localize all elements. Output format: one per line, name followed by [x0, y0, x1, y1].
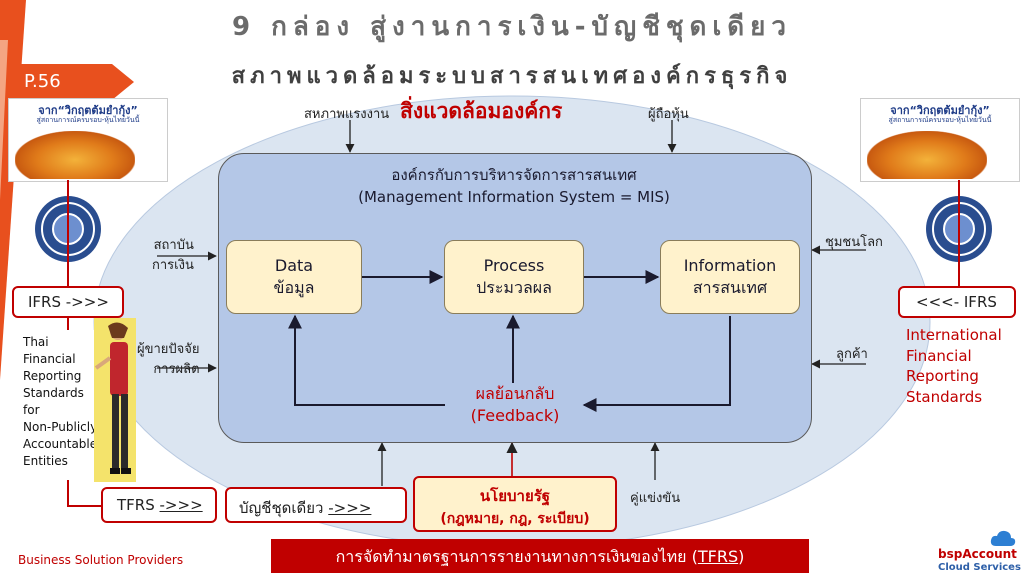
thai-std-line: Non-Publicly — [23, 420, 98, 434]
ifrs-full-line: International — [906, 326, 1002, 344]
feedback-thai: ผลย้อนกลับ — [475, 384, 555, 403]
page-title: 9 กล่อง สู่งานการเงิน-บัญชีชุดเดียว — [231, 12, 792, 42]
mis-title: องค์กรกับการบริหารจัดการสารสนเทศ (Manage… — [218, 164, 810, 208]
page-subtitle: สภาพแวดล้อมระบบสารสนเทศองค์กรธุรกิจ — [231, 64, 793, 89]
banner-close-paren: ) — [738, 547, 745, 566]
presenter-figure — [94, 318, 136, 482]
food-image — [867, 131, 987, 179]
ifrs-full-line: Financial — [906, 346, 972, 365]
thai-std-line: Reporting — [23, 369, 82, 383]
node-label-en: Process — [483, 256, 545, 275]
government-policy-box: นโยบายรัฐ (กฎหมาย, กฎ, ระเบียบ) — [413, 476, 617, 532]
single-book-label: บัญชีชุดเดียว — [239, 499, 329, 517]
thai-std-line: Standards — [23, 386, 84, 400]
thai-std-line: Accountable — [23, 437, 98, 451]
node-information: Information สารสนเทศ — [660, 240, 800, 314]
logo-line-1: bspAccount — [938, 547, 1017, 561]
label-customers: ลูกค้า — [836, 347, 868, 362]
page-label-shape — [8, 64, 134, 100]
book-cover-right: จาก“วิกฤตต้มยำกุ้ง” สู่สถานการณ์ครบรอบ-ห… — [860, 98, 1020, 182]
node-label-th: ข้อมูล — [273, 278, 315, 297]
page-number: P.56 — [24, 71, 61, 92]
ifrs-box-right: <<<- IFRS — [898, 286, 1016, 318]
thai-std-line: for — [23, 403, 40, 417]
policy-detail: (กฎหมาย, กฎ, ระเบียบ) — [440, 511, 590, 527]
mis-title-thai: องค์กรกับการบริหารจัดการสารสนเทศ — [391, 166, 637, 184]
label-labor-union: สหภาพแรงงาน — [304, 107, 390, 122]
bottom-banner — [271, 539, 809, 573]
book-title: จาก“วิกฤตต้มยำกุ้ง” — [38, 104, 138, 117]
page-number-tag: P.56 — [8, 64, 126, 100]
connector-line-left — [67, 180, 69, 288]
label-financial-institutions: สถาบัน การเงิน — [152, 236, 194, 276]
single-book-arrow-text: ->>> — [328, 499, 372, 517]
footer-company: Business Solution Providers — [18, 553, 184, 567]
connector-line-right — [958, 180, 960, 288]
tfrs-arrow-text: ->>> — [159, 496, 203, 514]
tfrs-label: TFRS — [117, 496, 160, 514]
label-line: การเงิน — [152, 258, 194, 273]
label-competitors: คู่แข่งขัน — [630, 491, 681, 506]
node-label-th: สารสนเทศ — [692, 278, 768, 297]
node-label-th: ประมวลผล — [476, 278, 552, 297]
food-image — [15, 131, 135, 179]
node-data: Data ข้อมูล — [226, 240, 362, 314]
ifrs-label-left: IFRS ->>> — [28, 293, 109, 311]
banner-text: การจัดทำมาตรฐานการรายงานทางการเงินของไทย… — [335, 547, 698, 566]
policy-title: นโยบายรัฐ — [479, 487, 551, 505]
label-line: สถาบัน — [153, 238, 194, 253]
book-title: จาก“วิกฤตต้มยำกุ้ง” — [890, 104, 990, 117]
mis-title-english: (Management Information System = MIS) — [358, 188, 670, 206]
thai-std-line: Entities — [23, 454, 68, 468]
ifrs-box-left: IFRS ->>> — [12, 286, 124, 318]
book-subtitle: สู่สถานการณ์ครบรอบ-หุ้นไทยวันนี้ — [36, 116, 140, 124]
banner-tfrs-link[interactable]: TFRS — [697, 547, 739, 566]
tfrs-box: TFRS ->>> — [101, 487, 217, 523]
feedback-english: (Feedback) — [470, 406, 560, 425]
ifrs-full-line: Reporting — [906, 367, 979, 385]
ifrs-full-line: Standards — [906, 387, 983, 406]
label-global-community: ชุมชนโลก — [825, 235, 883, 250]
thai-std-line: Thai — [23, 335, 49, 349]
ifrs-full-name: International Financial Reporting Standa… — [906, 325, 1002, 407]
ifrs-label-right: <<<- IFRS — [916, 293, 997, 311]
feedback-label: ผลย้อนกลับ (Feedback) — [440, 383, 590, 427]
label-suppliers: ผู้ขายปัจจัย การผลิต — [137, 340, 200, 380]
label-line: ผู้ขายปัจจัย — [137, 342, 200, 357]
cloud-icon — [990, 530, 1016, 546]
brand-logo-text: bspAccount Cloud Services — [938, 548, 1021, 574]
bottom-banner-text: การจัดทำมาตรฐานการรายงานทางการเงินของไทย… — [271, 545, 809, 570]
logo-line-2: Cloud Services — [938, 562, 1021, 573]
book-cover-left: จาก“วิกฤตต้มยำกุ้ง” สู่สถานการณ์ครบรอบ-ห… — [8, 98, 168, 182]
node-label-en: Information — [683, 256, 777, 275]
thai-std-line: Financial — [23, 352, 76, 366]
label-line: การผลิต — [153, 362, 200, 377]
environment-title: สิ่งแวดล้อมองค์กร — [400, 99, 563, 123]
connector-line-bottom — [67, 505, 103, 507]
book-subtitle: สู่สถานการณ์ครบรอบ-หุ้นไทยวันนี้ — [888, 116, 992, 124]
single-book-box: บัญชีชุดเดียว ->>> — [225, 487, 407, 523]
node-label-en: Data — [274, 256, 314, 275]
label-shareholders: ผู้ถือหุ้น — [648, 107, 689, 122]
node-process: Process ประมวลผล — [444, 240, 584, 314]
